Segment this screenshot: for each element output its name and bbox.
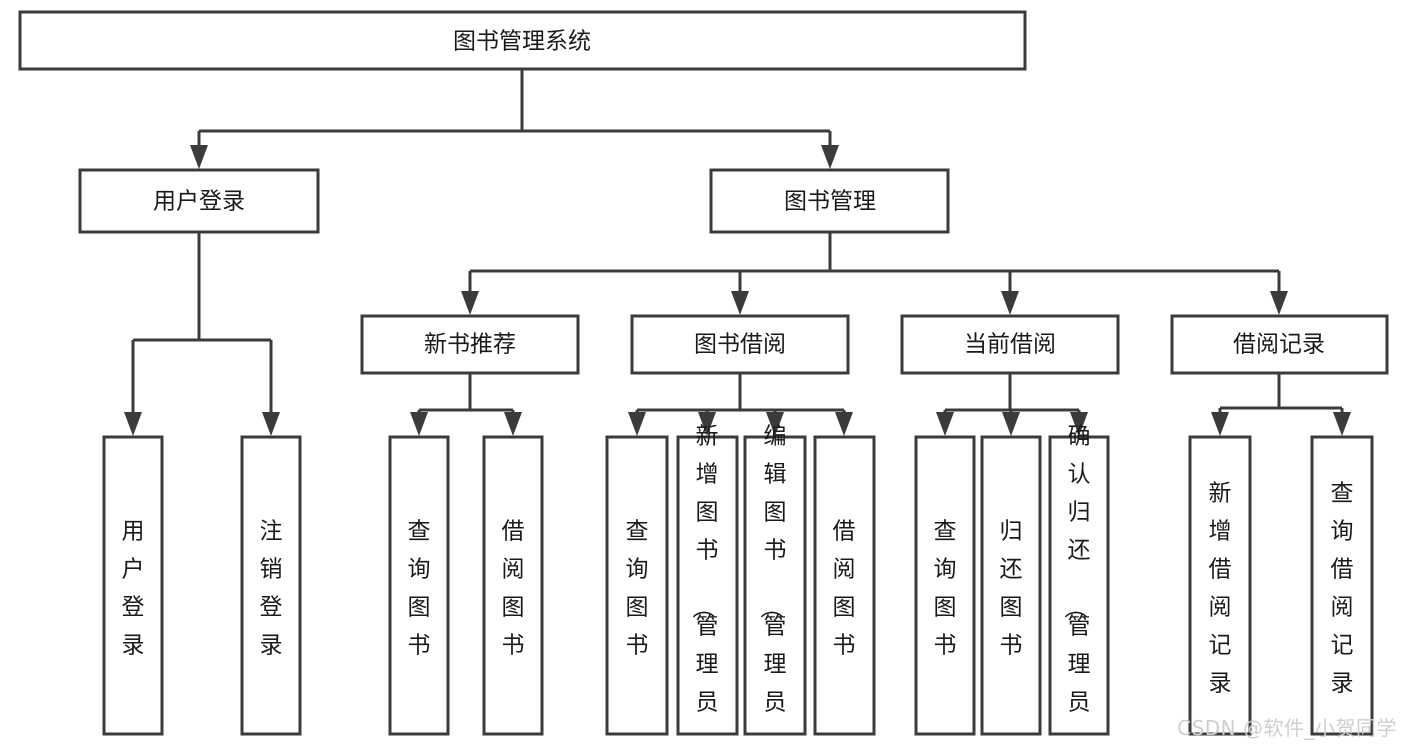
node-current-borrow[interactable]: 当前借阅	[900, 314, 1120, 375]
arrowhead-bw-leaf-1	[628, 412, 646, 436]
arrowhead-bw-leaf-2	[698, 412, 716, 436]
leaf-bw-edit-book-admin-label: 编辑图书（管理员）	[758, 424, 787, 747]
arrowhead-borrow	[731, 291, 749, 315]
leaf-user-login-box[interactable]	[102, 435, 164, 736]
arrowhead-cb-leaf-3	[1070, 412, 1088, 436]
leaf-bw-query-book-box[interactable]	[605, 435, 669, 736]
node-borrow-record-box[interactable]	[1170, 314, 1389, 375]
node-book-management-label: 图书管理	[784, 189, 876, 215]
arrowhead-new-book	[461, 291, 479, 315]
leaf-logout[interactable]: 注销登录	[240, 435, 302, 736]
leaf-cb-confirm-return-admin-box[interactable]	[1048, 435, 1110, 736]
leaf-br-add-record-label: 新增借阅记录	[1209, 481, 1232, 697]
node-book-borrow[interactable]: 图书借阅	[630, 314, 850, 375]
arrowhead-nb-leaf-1	[410, 412, 428, 436]
leaf-nb-query-book[interactable]: 查询图书	[388, 435, 450, 736]
node-user-login-label: 用户登录	[153, 189, 245, 215]
arrowhead-leaf-logout	[262, 412, 280, 436]
leaf-bw-add-book-admin-label: 新增图书（管理员）	[690, 424, 719, 747]
leaf-bw-add-book-admin[interactable]: 新增图书（管理员）	[676, 424, 739, 747]
leaf-nb-borrow-book-box[interactable]	[482, 435, 544, 736]
leaf-bw-edit-book-admin-box[interactable]	[743, 435, 807, 736]
leaf-user-login[interactable]: 用户登录	[102, 435, 164, 736]
leaf-cb-return-book[interactable]: 归还图书	[980, 435, 1042, 736]
leaf-nb-borrow-book[interactable]: 借阅图书	[482, 435, 544, 736]
leaf-bw-borrow-book-box[interactable]	[813, 435, 876, 736]
node-user-login[interactable]: 用户登录	[78, 168, 320, 234]
node-borrow-record[interactable]: 借阅记录	[1170, 314, 1389, 375]
arrowhead-bw-leaf-4	[835, 412, 853, 436]
node-new-book-recommend-box[interactable]	[360, 314, 580, 375]
leaf-br-query-record-label: 查询借阅记录	[1331, 481, 1354, 697]
arrowhead-br-leaf-2	[1333, 412, 1351, 436]
leaf-nb-query-book-box[interactable]	[388, 435, 450, 736]
arrowhead-br-leaf-1	[1211, 412, 1229, 436]
node-borrow-record-label: 借阅记录	[1233, 332, 1325, 358]
node-new-book-recommend-label: 新书推荐	[424, 332, 516, 358]
leaf-br-add-record-box[interactable]	[1188, 435, 1252, 736]
node-system-root-box[interactable]	[18, 10, 1027, 71]
leaf-cb-confirm-return-admin[interactable]: 确认归还（管理员）	[1048, 424, 1110, 747]
leaf-cb-confirm-return-admin-label: 确认归还（管理员）	[1062, 424, 1091, 747]
leaf-nb-borrow-book-label: 借阅图书	[502, 519, 525, 659]
node-book-borrow-box[interactable]	[630, 314, 850, 375]
node-book-borrow-label: 图书借阅	[694, 332, 786, 358]
node-system-root[interactable]: 图书管理系统	[18, 10, 1027, 71]
node-book-management[interactable]: 图书管理	[709, 168, 950, 234]
arrowhead-book-mgmt	[821, 145, 839, 169]
leaf-cb-query-book-label: 查询图书	[934, 519, 957, 659]
leaf-bw-borrow-book-label: 借阅图书	[833, 519, 856, 659]
node-system-root-label: 图书管理系统	[453, 29, 591, 55]
leaf-cb-query-book[interactable]: 查询图书	[914, 435, 976, 736]
arrowhead-nb-leaf-2	[504, 412, 522, 436]
arrowhead-borrow-record	[1270, 291, 1288, 315]
arrowhead-cb-leaf-2	[1002, 412, 1020, 436]
leaf-br-add-record[interactable]: 新增借阅记录	[1188, 435, 1252, 736]
leaf-bw-query-book[interactable]: 查询图书	[605, 435, 669, 736]
leaf-logout-box[interactable]	[240, 435, 302, 736]
leaf-bw-borrow-book[interactable]: 借阅图书	[813, 435, 876, 736]
node-new-book-recommend[interactable]: 新书推荐	[360, 314, 580, 375]
leaf-bw-edit-book-admin[interactable]: 编辑图书（管理员）	[743, 424, 807, 747]
leaf-nb-query-book-label: 查询图书	[408, 519, 431, 659]
arrowhead-leaf-user-login	[124, 412, 142, 436]
leaf-bw-add-book-admin-box[interactable]	[676, 435, 739, 736]
node-current-borrow-label: 当前借阅	[964, 332, 1056, 358]
node-book-management-box[interactable]	[709, 168, 950, 234]
arrowhead-current-borrow	[1001, 291, 1019, 315]
arrowhead-bw-leaf-3	[766, 412, 784, 436]
csdn-watermark: CSDN @软件_小贺同学	[1177, 716, 1397, 740]
leaf-logout-label: 注销登录	[260, 519, 283, 659]
leaf-cb-return-book-label: 归还图书	[1000, 519, 1023, 659]
leaf-cb-return-book-box[interactable]	[980, 435, 1042, 736]
node-user-login-box[interactable]	[78, 168, 320, 234]
leaf-user-login-label: 用户登录	[122, 519, 145, 659]
leaf-br-query-record[interactable]: 查询借阅记录	[1310, 435, 1374, 736]
leaf-br-query-record-box[interactable]	[1310, 435, 1374, 736]
node-current-borrow-box[interactable]	[900, 314, 1120, 375]
arrowhead-user-login	[190, 145, 208, 169]
connector-layer	[124, 69, 1351, 436]
arrowhead-cb-leaf-1	[936, 412, 954, 436]
leaf-cb-query-book-box[interactable]	[914, 435, 976, 736]
leaf-bw-query-book-label: 查询图书	[626, 519, 649, 659]
